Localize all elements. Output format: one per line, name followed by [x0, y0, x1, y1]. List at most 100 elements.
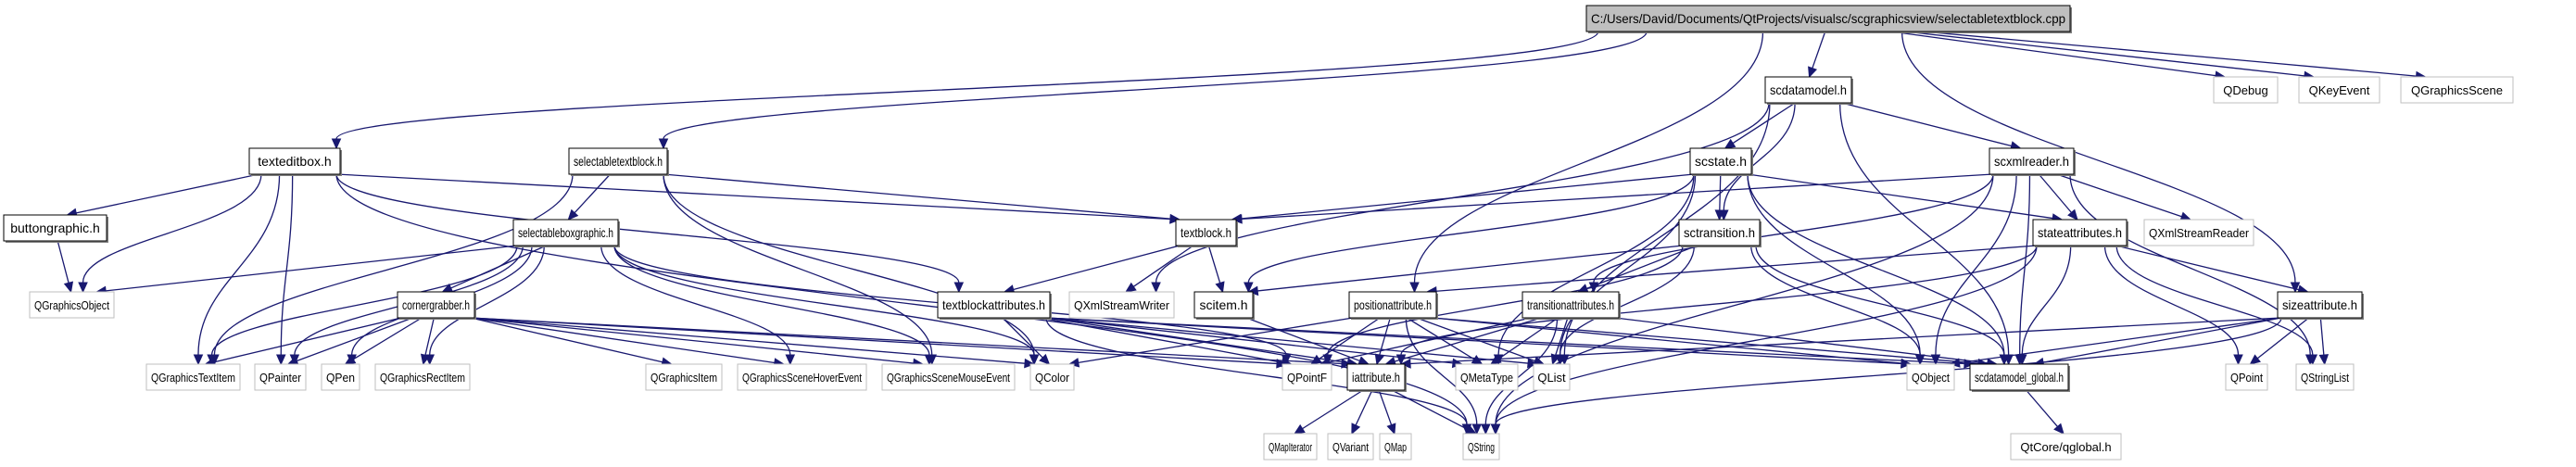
node-scitem[interactable]: scitem.h	[1193, 291, 1255, 320]
node-box[interactable]	[2277, 291, 2363, 319]
node-sizeattribute[interactable]: sizeattribute.h	[2277, 291, 2364, 320]
node-box[interactable]	[1193, 291, 1254, 319]
node-scdatamodel[interactable]: scdatamodel.h	[1764, 76, 1853, 105]
edge-selectableboxgraphic-to-qgraphicsscenemouseevent	[613, 245, 935, 366]
edge-line	[213, 173, 574, 356]
arrowhead-icon	[1039, 353, 1051, 365]
node-stateattributes[interactable]: stateattributes.h	[2032, 219, 2128, 247]
node-box[interactable]	[1678, 219, 1761, 246]
node-qgraphicsobject: QGraphicsObject	[29, 291, 115, 319]
edge-line	[2021, 245, 2072, 356]
edge-cornergrabber-to-qpen	[344, 317, 423, 365]
node-scstate[interactable]: scstate.h	[1689, 147, 1753, 176]
node-qtcore-qglobal: QtCore/qglobal.h	[2010, 433, 2122, 461]
edge-line	[1045, 317, 1468, 425]
node-box[interactable]	[1175, 219, 1237, 246]
node-qxmlstreamwriter: QXmlStreamWriter	[1068, 291, 1175, 319]
edge-iattribute-to-qmapiterator	[1294, 389, 1364, 435]
edge-line	[1406, 317, 1475, 360]
node-qcolor: QColor	[1029, 363, 1075, 391]
node-texteditbox[interactable]: texteditbox.h	[248, 147, 342, 176]
node-transitionattributes[interactable]: transitionattributes.h	[1522, 291, 1621, 320]
arrowhead-icon	[658, 138, 669, 150]
edge-root-to-selectabletextblock	[658, 31, 1648, 150]
node-selectableboxgraphic[interactable]: selectableboxgraphic.h	[512, 219, 620, 247]
node-box	[2143, 219, 2254, 246]
node-box	[881, 363, 1016, 391]
edge-root-to-qgraphicsscene	[1922, 31, 2427, 82]
node-qgraphicsrectitem: QGraphicsRectItem	[374, 363, 471, 391]
edge-root-to-qdebug	[1890, 31, 2227, 81]
edge-scstate-to-scitem	[1244, 173, 1695, 294]
edge-iattribute-to-qvariant	[1351, 389, 1373, 435]
edge-root-to-texteditbox	[331, 31, 1599, 150]
edge-line	[1497, 317, 1559, 360]
edge-scxmlreader-to-qstringlist	[2069, 173, 2316, 366]
arrowhead-icon	[331, 138, 342, 150]
node-box[interactable]	[1346, 363, 1406, 391]
node-box[interactable]	[1689, 147, 1752, 175]
edge-line	[1432, 317, 1979, 364]
node-label: QList	[1537, 371, 1566, 385]
edge-line	[2019, 173, 2031, 356]
edge-sizeattribute-to-qobject	[1949, 317, 2282, 368]
node-buttongraphic[interactable]: buttongraphic.h	[3, 214, 108, 243]
arrowhead-icon	[193, 354, 204, 366]
node-label: QColor	[1035, 371, 1070, 385]
node-box[interactable]	[1764, 76, 1852, 104]
node-iattribute[interactable]: iattribute.h	[1346, 363, 1407, 392]
arrowhead-icon	[1808, 66, 1818, 79]
edge-sctransition-to-scdatamodel_global	[1755, 245, 2010, 366]
node-box[interactable]	[1348, 291, 1437, 319]
node-box[interactable]	[937, 291, 1051, 319]
node-sctransition[interactable]: sctransition.h	[1678, 219, 1762, 247]
node-box[interactable]	[248, 147, 341, 175]
edge-transitionattributes-to-iattribute	[1384, 317, 1542, 367]
node-box[interactable]	[1989, 147, 2075, 175]
edge-line	[663, 173, 933, 356]
edge-textblockattributes-to-qcolor	[1002, 317, 1051, 365]
node-box	[737, 363, 867, 391]
node-box	[1379, 433, 1412, 461]
edge-line	[1838, 102, 2010, 356]
node-box[interactable]	[512, 219, 619, 246]
node-textblockattributes[interactable]: textblockattributes.h	[937, 291, 1052, 320]
node-box[interactable]	[397, 291, 475, 319]
node-label: buttongraphic.h	[10, 221, 100, 235]
edge-positionattribute-to-iattribute	[1374, 317, 1391, 366]
edge-root-to-sizeattribute	[1900, 31, 2301, 294]
node-box[interactable]	[3, 214, 107, 242]
edge-line	[82, 173, 262, 284]
node-box	[2400, 76, 2514, 104]
node-box	[1068, 291, 1175, 319]
edge-root-to-scdatamodel	[1808, 31, 1826, 79]
edge-line	[2256, 317, 2310, 360]
edge-scdatamodel-to-qxmlstreamwriter	[1151, 102, 1770, 294]
edge-line	[1750, 245, 1921, 356]
node-box[interactable]	[568, 147, 668, 175]
edge-line	[1723, 102, 1796, 211]
arrowhead-icon	[78, 282, 88, 294]
edge-positionattribute-to-qobject	[1432, 317, 1913, 369]
node-box[interactable]	[2032, 219, 2128, 246]
arrowhead-icon	[1294, 423, 1306, 435]
node-label: QtCore/qglobal.h	[2020, 440, 2111, 454]
edge-line	[1378, 389, 1393, 425]
edge-selectabletextblock-to-textblock	[663, 173, 1181, 224]
arrowhead-icon	[2318, 354, 2330, 366]
node-textblock[interactable]: textblock.h	[1175, 219, 1238, 247]
node-scxmlreader[interactable]: scxmlreader.h	[1989, 147, 2076, 176]
node-label: scitem.h	[1199, 297, 1247, 312]
arrowhead-icon	[1471, 423, 1482, 435]
node-box[interactable]	[1969, 363, 2069, 391]
node-selectabletextblock[interactable]: selectabletextblock.h	[568, 147, 669, 176]
node-cornergrabber[interactable]: cornergrabber.h	[397, 291, 476, 320]
node-root[interactable]: C:/Users/David/Documents/QtProjects/visu…	[1585, 5, 2072, 33]
node-scdatamodel-global[interactable]: scdatamodel_global.h	[1969, 363, 2070, 392]
node-box	[1263, 433, 1318, 461]
edge-stateattributes-to-scdatamodel_global	[2017, 245, 2072, 366]
node-box[interactable]	[1522, 291, 1620, 319]
node-box[interactable]	[1585, 5, 2071, 32]
node-positionattribute[interactable]: positionattribute.h	[1348, 291, 1438, 320]
edge-line	[1002, 317, 1043, 359]
